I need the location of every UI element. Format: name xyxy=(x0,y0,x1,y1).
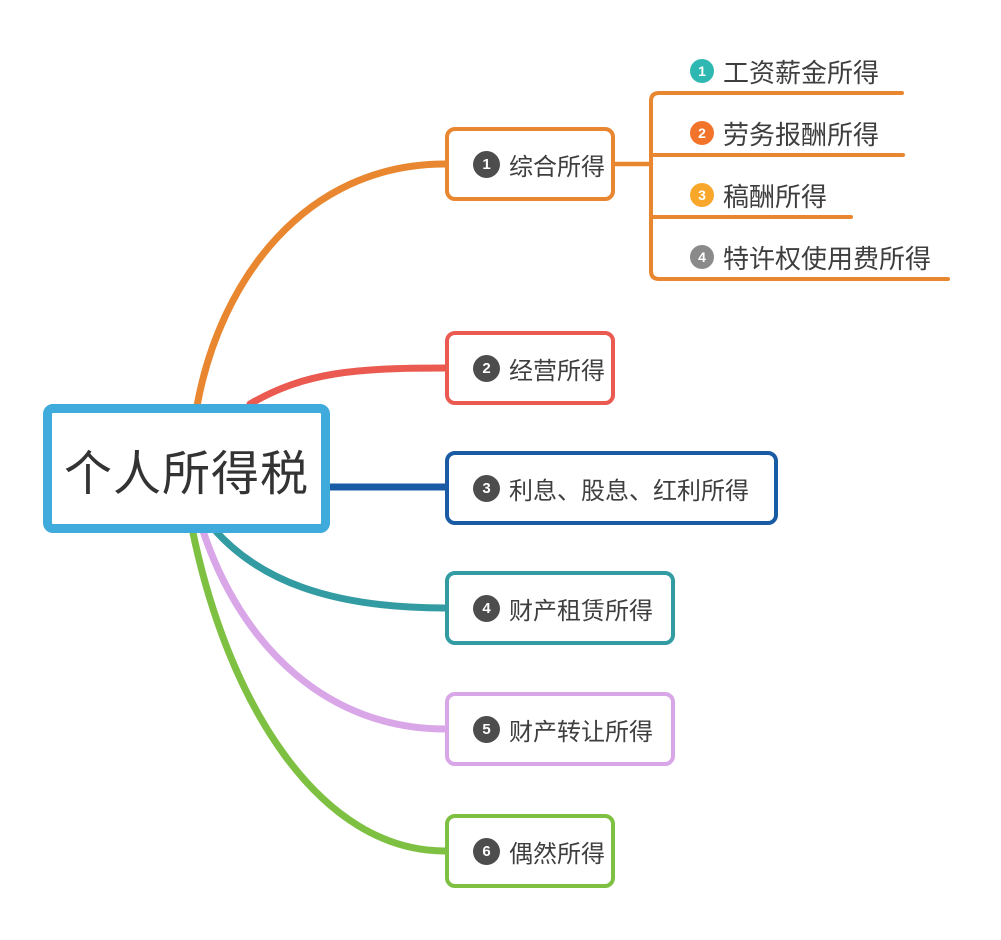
branch-node-comprehensive-income[interactable]: 1 综合所得 xyxy=(445,127,615,201)
branch-node-incidental-income[interactable]: 6 偶然所得 xyxy=(445,814,615,888)
child-topic-wages-salary-income[interactable]: 1 工资薪金所得 xyxy=(690,53,879,89)
branch-curve-1 xyxy=(193,160,449,410)
branch-node-label: 财产租赁所得 xyxy=(509,597,653,625)
branch-curve-4 xyxy=(209,524,449,612)
child-topic-label: 特许权使用费所得 xyxy=(723,243,932,274)
child-number-badge: 2 xyxy=(690,121,714,145)
child-number-badge: 1 xyxy=(690,59,714,83)
branch-number-badge: 5 xyxy=(473,715,500,743)
branch-node-label: 财产转让所得 xyxy=(509,718,653,746)
branch-number-badge: 4 xyxy=(473,594,500,622)
branch-curve-6 xyxy=(188,524,449,855)
child-topic-labor-remuneration-income[interactable]: 2 劳务报酬所得 xyxy=(690,115,879,151)
branch-number-badge: 2 xyxy=(473,354,500,382)
child-number-badge: 3 xyxy=(690,183,714,207)
root-node[interactable]: 个人所得税 xyxy=(43,404,330,533)
child-topic-label: 稿酬所得 xyxy=(723,181,828,212)
child-number-badge: 4 xyxy=(690,245,714,269)
branch-node-business-income[interactable]: 2 经营所得 xyxy=(445,331,615,405)
branch-node-interest-dividend-income[interactable]: 3 利息、股息、红利所得 xyxy=(445,451,778,525)
root-node-label: 个人所得税 xyxy=(63,447,309,501)
child-connector-spine xyxy=(649,91,950,281)
branch-curve-2 xyxy=(246,364,449,408)
branch-number-badge: 6 xyxy=(473,837,500,865)
child-topic-royalty-income[interactable]: 4 特许权使用费所得 xyxy=(690,239,931,275)
branch-node-label: 综合所得 xyxy=(509,153,605,181)
branch-node-label: 经营所得 xyxy=(509,357,605,385)
branch-node-property-transfer-income[interactable]: 5 财产转让所得 xyxy=(445,692,675,766)
branch-node-property-lease-income[interactable]: 4 财产租赁所得 xyxy=(445,571,675,645)
branch-curve-5 xyxy=(198,524,449,733)
branch-node-label: 利息、股息、红利所得 xyxy=(509,477,749,505)
child-topic-label: 工资薪金所得 xyxy=(723,57,880,88)
child-topic-label: 劳务报酬所得 xyxy=(723,119,880,150)
branch-number-badge: 1 xyxy=(473,150,500,178)
branch-node-label: 偶然所得 xyxy=(509,840,605,868)
child-topic-author-remuneration-income[interactable]: 3 稿酬所得 xyxy=(690,177,827,213)
branch-number-badge: 3 xyxy=(473,474,500,502)
